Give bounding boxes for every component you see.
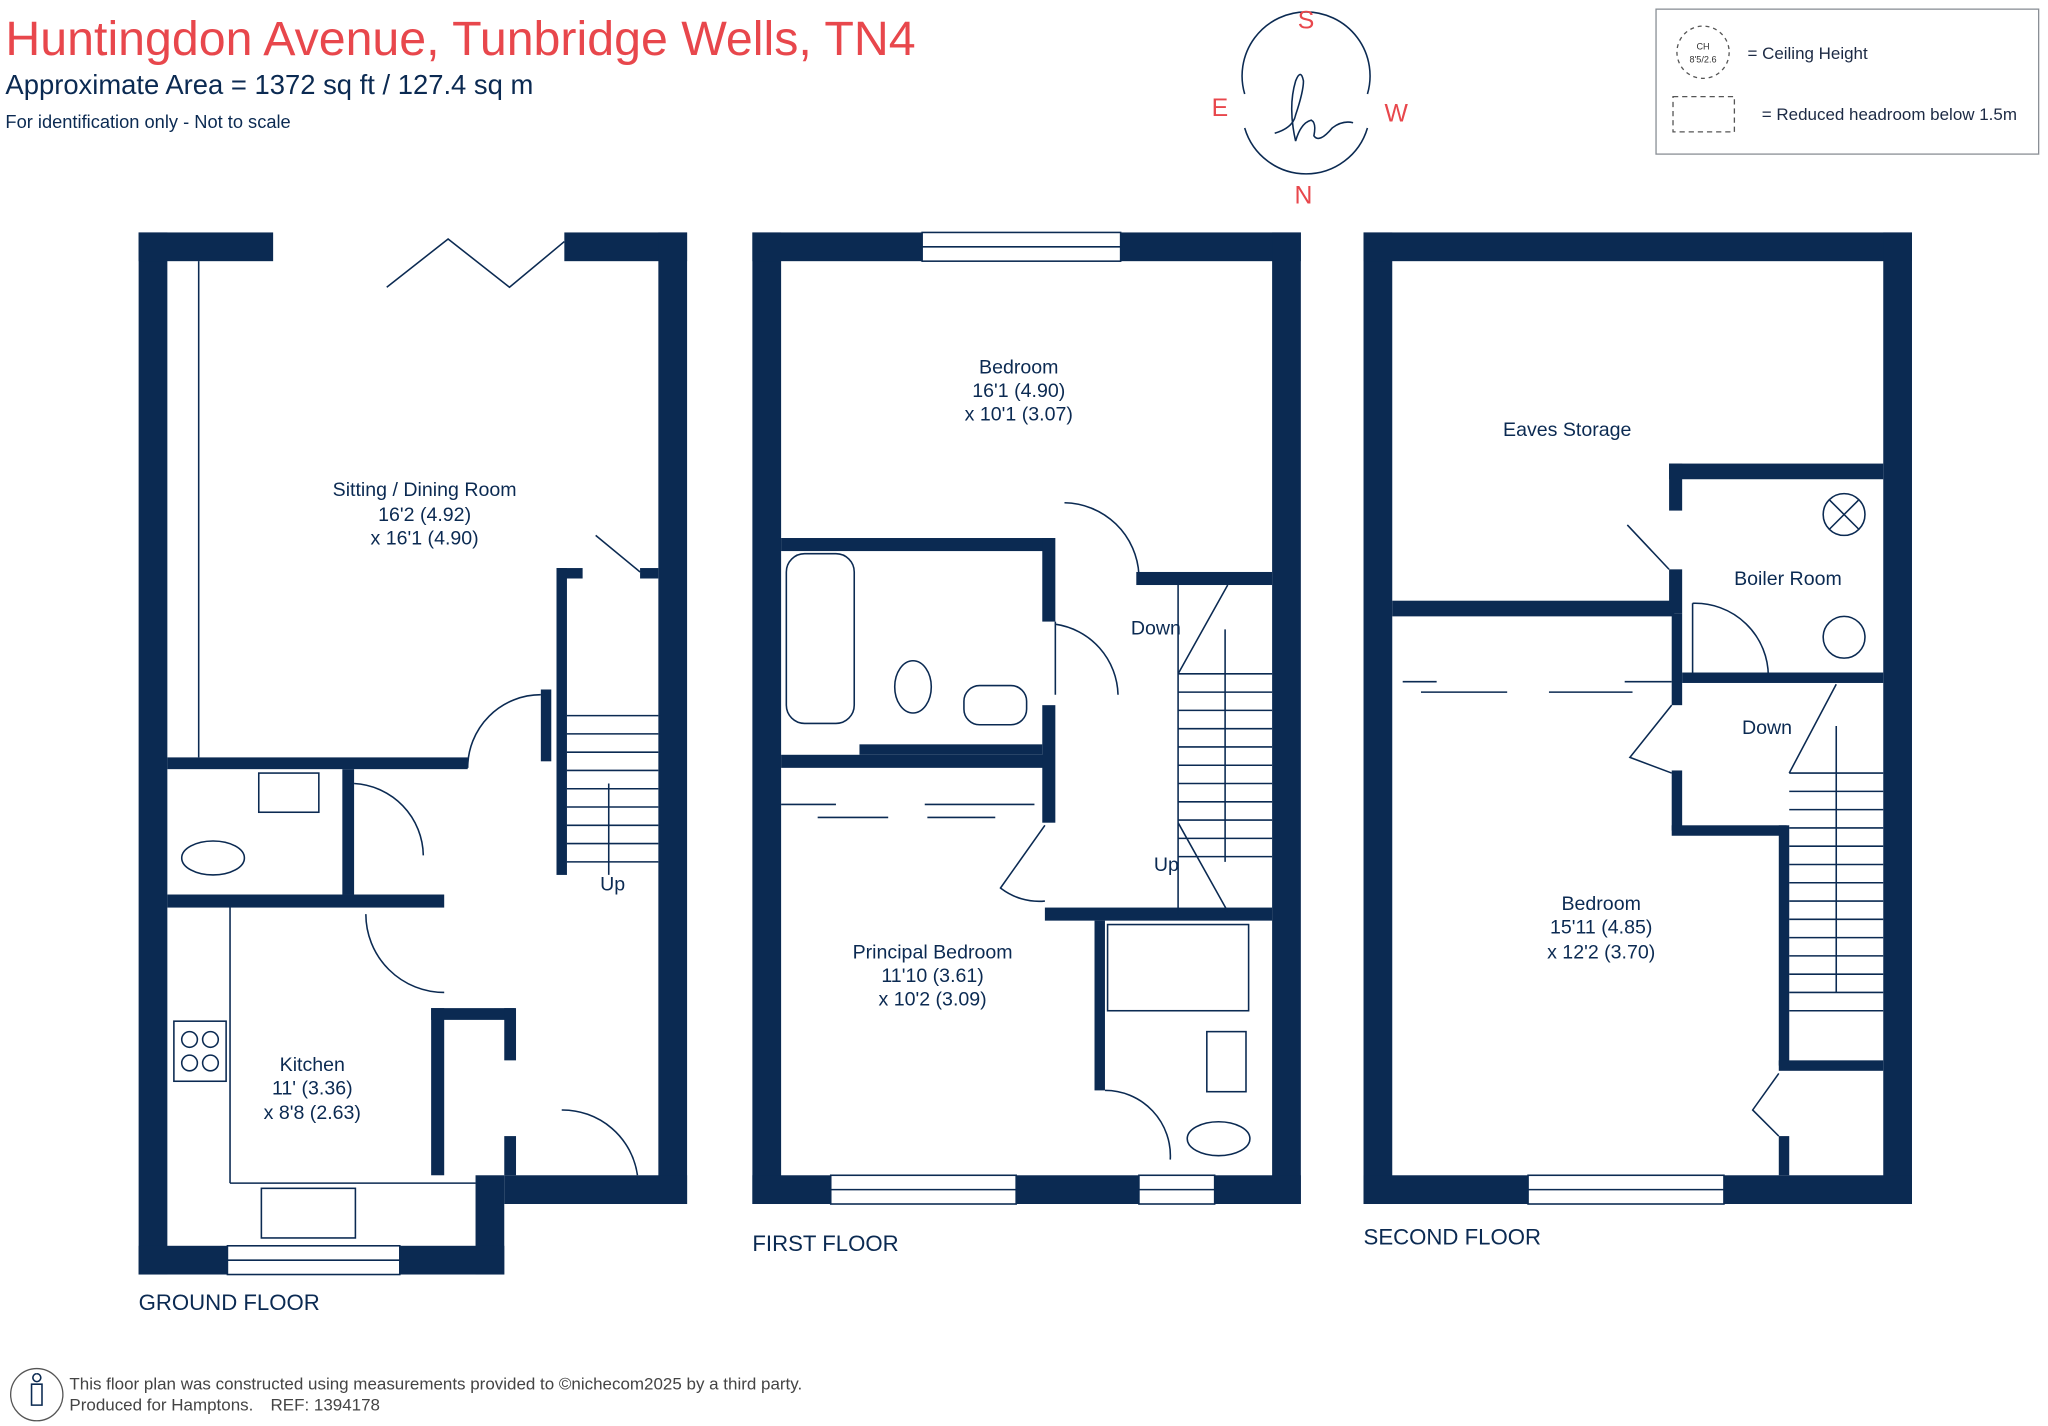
- bedroom2-dim2: x 12'2 (3.70): [1547, 942, 1655, 964]
- bath: [785, 552, 856, 725]
- kitchen-dim2: x 8'8 (2.63): [264, 1102, 361, 1124]
- kitchen-name: Kitchen: [280, 1054, 345, 1076]
- basin: [257, 772, 320, 814]
- compass-e: E: [1212, 95, 1229, 122]
- bedroom2-dim1: 15'11 (4.85): [1550, 917, 1652, 939]
- bifold-door: [386, 237, 565, 289]
- first-floor-label: FIRST FLOOR: [752, 1231, 898, 1256]
- footer-disclaimer: This floor plan was constructed using me…: [69, 1374, 802, 1393]
- bedroom2-name: Bedroom: [1561, 893, 1640, 915]
- principal-bedroom-dim2: x 10'2 (3.09): [878, 989, 986, 1011]
- toilet: [1186, 1120, 1251, 1157]
- scale-note: For identification only - Not to scale: [5, 111, 290, 132]
- stairs-up-first: Up: [1154, 854, 1179, 876]
- reduced-headroom-symbol-icon: [1672, 95, 1736, 133]
- stairs-up-ground: Up: [600, 874, 625, 896]
- bedroom1-name: Bedroom: [979, 356, 1058, 378]
- kitchen-dim1: 11' (3.36): [272, 1077, 353, 1099]
- staircase: [566, 714, 659, 875]
- legend-reduced-headroom: = Reduced headroom below 1.5m: [1762, 105, 2017, 124]
- footer: This floor plan was constructed using me…: [9, 1367, 802, 1422]
- bedroom1-dim1: 16'1 (4.90): [972, 380, 1065, 402]
- sitting-room-name: Sitting / Dining Room: [333, 479, 517, 501]
- principal-bedroom-name: Principal Bedroom: [853, 942, 1013, 964]
- staircase: [1788, 683, 1884, 1012]
- compass-n: N: [1294, 183, 1312, 210]
- hob: [173, 1020, 227, 1083]
- boiler-room-name: Boiler Room: [1734, 568, 1842, 590]
- footer-produced: Produced for Hamptons.: [69, 1395, 253, 1414]
- property-title: Huntingdon Avenue, Tunbridge Wells, TN4: [5, 12, 915, 66]
- legend-ch: CH: [1696, 42, 1709, 52]
- stairs-down-first: Down: [1131, 618, 1181, 640]
- legend-ch-value: 8'5/2.6: [1689, 55, 1716, 65]
- legend-ceiling-height: = Ceiling Height: [1747, 44, 1868, 63]
- toilet: [180, 840, 246, 876]
- basin: [963, 684, 1028, 726]
- person-scale-icon: [9, 1367, 64, 1422]
- ground-floor-label: GROUND FLOOR: [139, 1290, 320, 1315]
- compass: S E W N: [1212, 8, 1409, 210]
- approximate-area: Approximate Area = 1372 sq ft / 127.4 sq…: [5, 69, 533, 100]
- eaves-storage-name: Eaves Storage: [1503, 419, 1632, 441]
- shower: [1106, 923, 1250, 1012]
- ground-floor-plan: Sitting / Dining Room 16'2 (4.92) x 16'1…: [139, 232, 688, 1315]
- ceiling-height-symbol-icon: [1676, 25, 1730, 80]
- footer-ref: REF: 1394178: [271, 1395, 380, 1414]
- compass-ring-icon: [1241, 11, 1371, 175]
- compass-s: S: [1298, 8, 1315, 35]
- second-floor-label: SECOND FLOOR: [1364, 1224, 1542, 1249]
- legend: CH 8'5/2.6 = Ceiling Height = Reduced he…: [1655, 8, 2040, 155]
- principal-bedroom-dim1: 11'10 (3.61): [881, 965, 983, 987]
- first-floor-plan: Bedroom 16'1 (4.90) x 10'1 (3.07) Princi…: [752, 231, 1301, 1256]
- toilet: [893, 659, 933, 714]
- basin: [1206, 1030, 1247, 1093]
- kitchen-sink: [260, 1187, 357, 1239]
- compass-w: W: [1384, 100, 1408, 127]
- bedroom1-dim2: x 10'1 (3.07): [965, 403, 1073, 425]
- boiler-icon: [1822, 615, 1866, 659]
- sitting-room-dim2: x 16'1 (4.90): [371, 528, 479, 550]
- stairs-down-second: Down: [1742, 717, 1792, 739]
- staircase: [1177, 584, 1273, 915]
- sitting-room-dim1: 16'2 (4.92): [378, 504, 471, 526]
- hamptons-logo-icon: [1274, 73, 1354, 142]
- second-floor-plan: Eaves Storage Boiler Room Bedroom 15'11 …: [1363, 232, 1912, 1249]
